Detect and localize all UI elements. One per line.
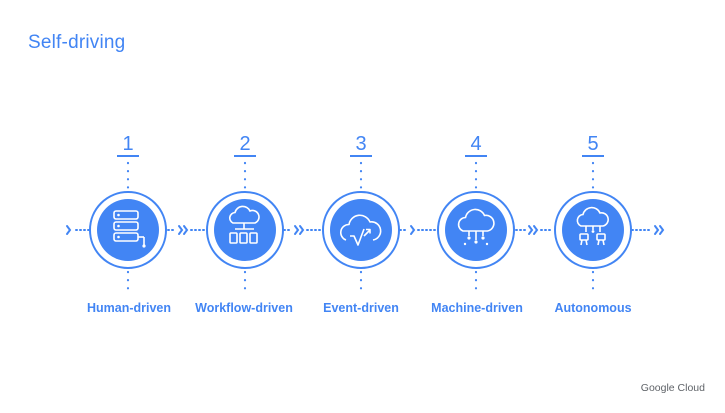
step-number: 3 <box>355 133 366 155</box>
connector-1-2 <box>167 225 206 235</box>
step-label-workflow-driven: Workflow-driven <box>195 301 293 315</box>
connector-3-4 <box>399 225 439 235</box>
connector-entry <box>66 225 91 235</box>
step-2: 2 <box>206 133 284 297</box>
step-3: 3 <box>322 133 400 297</box>
step-disc <box>445 199 507 261</box>
step-4: 4 <box>437 133 515 297</box>
server-stack-icon <box>113 210 146 248</box>
step-disc <box>330 199 392 261</box>
step-label-human-driven: Human-driven <box>86 301 172 315</box>
connector-4-5 <box>515 225 554 235</box>
step-label-machine-driven: Machine-driven <box>431 301 523 315</box>
cloud-workflow-icon <box>229 205 260 244</box>
step-number: 2 <box>239 133 250 155</box>
brand-logo: Google Cloud <box>640 382 705 394</box>
page-title: Self-driving <box>28 32 126 53</box>
step-label-event-driven: Event-driven <box>323 301 399 315</box>
step-label-autonomous: Autonomous <box>554 301 632 315</box>
cloud-event-icon <box>340 214 382 246</box>
connector-2-3 <box>283 225 322 235</box>
step-1: 1 <box>89 133 167 297</box>
cloud-machine-icon <box>457 208 495 246</box>
step-number: 4 <box>470 133 481 155</box>
cloud-autonomous-icon <box>576 206 609 246</box>
step-disc <box>214 199 276 261</box>
step-5: 5 <box>554 133 632 297</box>
connector-exit <box>631 225 665 235</box>
step-number: 5 <box>587 133 598 155</box>
step-number: 1 <box>122 133 133 155</box>
